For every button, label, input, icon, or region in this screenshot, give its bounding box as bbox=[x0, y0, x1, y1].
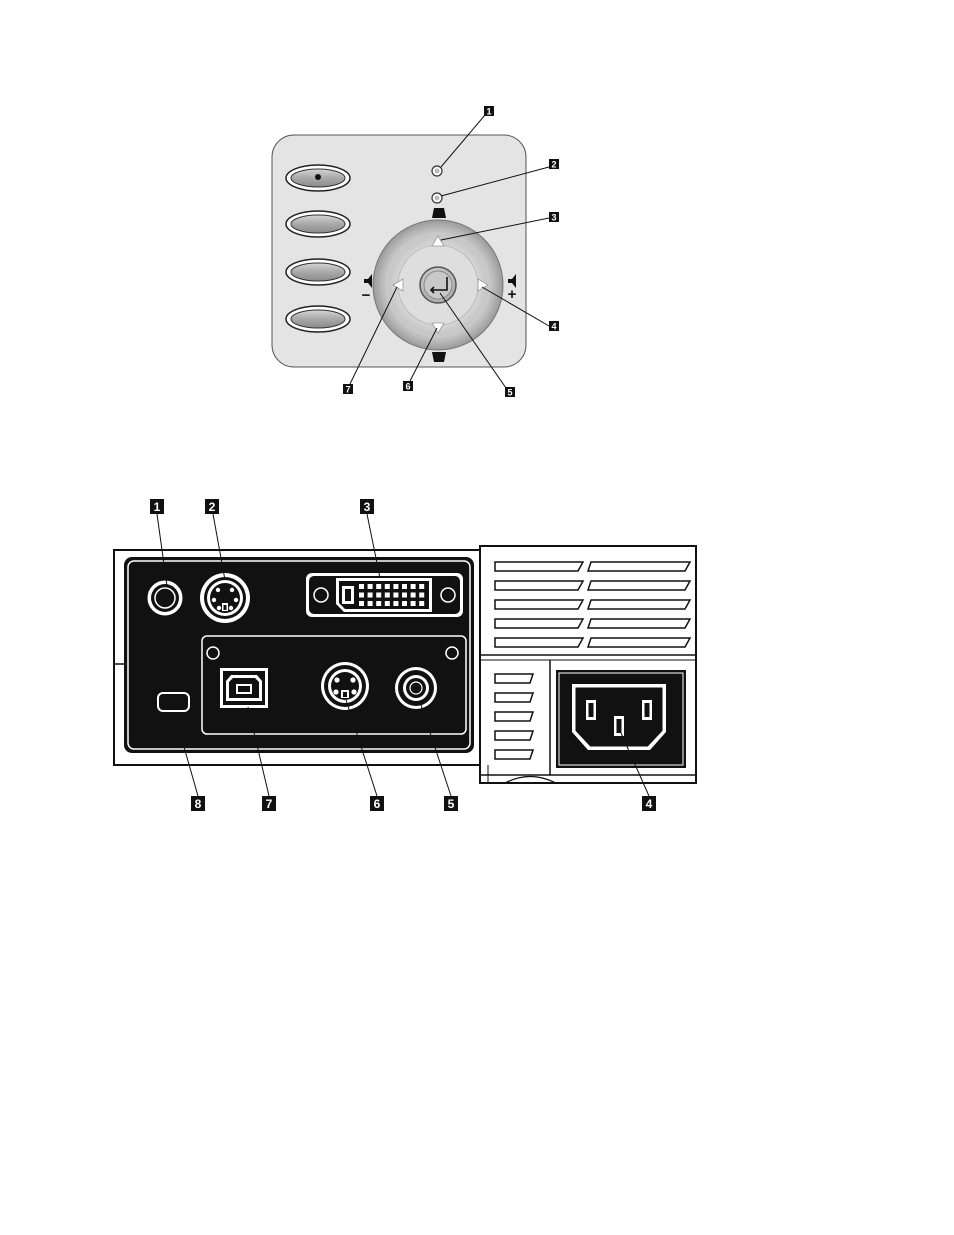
screw-icon bbox=[446, 647, 458, 659]
dvi-pin bbox=[411, 593, 416, 598]
led-icon bbox=[432, 193, 442, 203]
control-panel: − + 1 2 3 4 5 bbox=[272, 106, 559, 398]
callout-2: 2 bbox=[549, 159, 559, 170]
dvi-pin bbox=[402, 593, 407, 598]
panel-button-4[interactable] bbox=[286, 306, 350, 332]
dvi-pin bbox=[419, 584, 424, 589]
dvi-pin bbox=[376, 593, 381, 598]
panel-button-3[interactable] bbox=[286, 259, 350, 285]
panel-button-power[interactable] bbox=[286, 165, 350, 191]
rca-jack-icon[interactable] bbox=[395, 667, 437, 709]
dvi-pin bbox=[359, 593, 364, 598]
callout-6: 6 bbox=[370, 796, 384, 811]
rear-panel: 1 2 3 4 5 6 7 8 bbox=[114, 499, 696, 811]
dvi-pin bbox=[419, 593, 424, 598]
callout-5: 5 bbox=[444, 796, 458, 811]
svg-text:3: 3 bbox=[364, 500, 371, 514]
s-video-icon[interactable] bbox=[321, 662, 369, 710]
usb-b-icon[interactable] bbox=[220, 668, 268, 708]
dvi-pin bbox=[402, 584, 407, 589]
power-inlet-icon[interactable] bbox=[556, 670, 686, 768]
dvi-pin bbox=[419, 601, 424, 606]
dvi-pin bbox=[385, 601, 390, 606]
panel-button-2[interactable] bbox=[286, 211, 350, 237]
dvi-pin bbox=[393, 601, 398, 606]
dvi-pin bbox=[411, 601, 416, 606]
svg-text:2: 2 bbox=[209, 500, 216, 514]
callout-6: 6 bbox=[403, 381, 413, 392]
mini-din-icon[interactable] bbox=[200, 573, 250, 623]
svg-text:1: 1 bbox=[154, 500, 161, 514]
svg-text:5: 5 bbox=[448, 797, 455, 811]
svg-text:6: 6 bbox=[405, 382, 410, 392]
callout-4: 4 bbox=[549, 321, 559, 332]
callout-1: 1 bbox=[484, 106, 494, 117]
power-dot-icon bbox=[315, 174, 321, 180]
callout-2: 2 bbox=[205, 499, 219, 514]
callout-8: 8 bbox=[191, 796, 205, 811]
ring-tab-bottom bbox=[432, 352, 446, 362]
callout-4: 4 bbox=[642, 796, 656, 811]
minus-symbol: − bbox=[362, 287, 371, 304]
svg-text:7: 7 bbox=[266, 797, 273, 811]
audio-jack-icon[interactable] bbox=[148, 581, 182, 615]
ring-tab-top bbox=[432, 208, 446, 218]
svg-text:4: 4 bbox=[551, 322, 556, 332]
svg-text:6: 6 bbox=[374, 797, 381, 811]
svg-text:7: 7 bbox=[345, 385, 350, 395]
svg-text:1: 1 bbox=[486, 107, 491, 117]
callout-1: 1 bbox=[150, 499, 164, 514]
callout-7: 7 bbox=[343, 384, 353, 395]
callout-7: 7 bbox=[262, 796, 276, 811]
dvi-connector-icon[interactable] bbox=[306, 573, 463, 617]
svg-text:4: 4 bbox=[646, 797, 653, 811]
svg-text:3: 3 bbox=[551, 213, 556, 223]
dvi-pin bbox=[368, 584, 373, 589]
plus-symbol: + bbox=[508, 286, 517, 303]
dvi-pin bbox=[368, 593, 373, 598]
screw-icon bbox=[207, 647, 219, 659]
dvi-pin bbox=[393, 584, 398, 589]
svg-text:8: 8 bbox=[195, 797, 202, 811]
enter-button[interactable] bbox=[420, 267, 456, 303]
led-icon bbox=[432, 166, 442, 176]
power-module bbox=[480, 546, 696, 783]
dvi-pin bbox=[359, 584, 364, 589]
dvi-pin bbox=[393, 593, 398, 598]
dvi-pin bbox=[376, 601, 381, 606]
dvi-pin bbox=[411, 584, 416, 589]
dvi-pin bbox=[376, 584, 381, 589]
dvi-pin bbox=[385, 593, 390, 598]
svg-text:2: 2 bbox=[551, 160, 556, 170]
callout-5: 5 bbox=[505, 387, 515, 398]
security-slot-icon[interactable] bbox=[158, 693, 189, 711]
callout-3: 3 bbox=[360, 499, 374, 514]
dvi-pin bbox=[385, 584, 390, 589]
dvi-pin bbox=[368, 601, 373, 606]
dvi-pin bbox=[359, 601, 364, 606]
callout-3: 3 bbox=[549, 212, 559, 223]
dvi-pin bbox=[402, 601, 407, 606]
svg-text:5: 5 bbox=[507, 388, 512, 398]
